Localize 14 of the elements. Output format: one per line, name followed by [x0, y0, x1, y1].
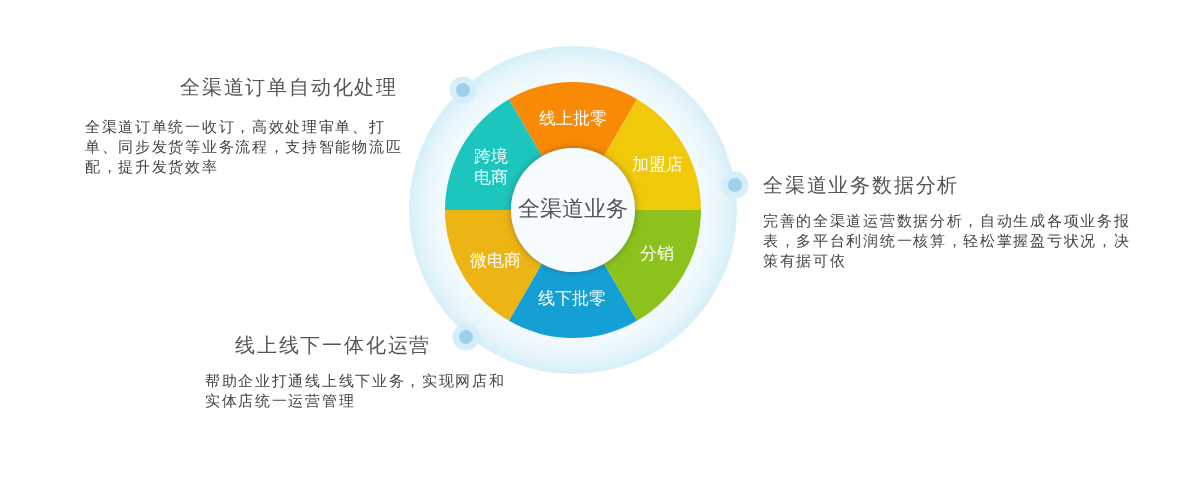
- segment-label: 线上批零: [539, 107, 607, 129]
- center-label: 全渠道业务: [518, 196, 628, 222]
- feature-description: 全渠道订单统一收订，高效处理审单、打单、同步发货等业务流程，支持智能物流匹配，提升发货效率: [85, 117, 404, 177]
- segment-label: 加盟店: [631, 153, 683, 175]
- feature-description: 帮助企业打通线上线下业务，实现网店和实体店统一运营管理: [205, 371, 507, 411]
- feature-heading: 线上线下一体化运营: [235, 333, 432, 358]
- segment-label: 分销: [640, 242, 674, 264]
- ring-segment: [509, 82, 637, 157]
- feature-heading: 全渠道订单自动化处理: [180, 75, 398, 100]
- segment-label: 线下批零: [538, 287, 606, 309]
- feature-heading: 全渠道业务数据分析: [763, 173, 960, 198]
- feature-description: 完善的全渠道运营数据分析，自动生成各项业务报表，多平台利润统一核算，轻松掌握盈亏状况，决策有据可依: [763, 211, 1132, 271]
- segment-label: 微电商: [469, 249, 521, 271]
- segment-label: 跨境电商: [473, 146, 509, 188]
